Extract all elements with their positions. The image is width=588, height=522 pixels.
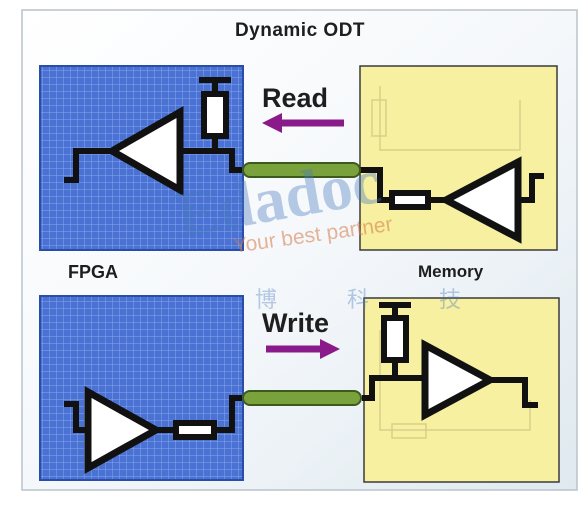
fpga-label: FPGA xyxy=(68,262,119,282)
read-label: Read xyxy=(262,83,329,113)
fpga-write-block xyxy=(39,295,244,481)
memory-driver-read xyxy=(360,156,544,244)
fpga-driver-write xyxy=(64,386,242,474)
odt-resistor-fpga-icon xyxy=(201,91,229,139)
series-resistor-memory-icon xyxy=(389,190,431,210)
write-direction-arrow-icon xyxy=(266,339,340,359)
write-label: Write xyxy=(262,308,330,338)
transmission-line-read xyxy=(242,162,361,178)
diagram-title: Dynamic ODT xyxy=(234,20,366,41)
odt-resistor-memory-icon xyxy=(381,315,409,363)
series-resistor-fpga-icon xyxy=(173,420,217,440)
fpga-receiver-read xyxy=(64,77,242,197)
memory-receiver-write xyxy=(362,302,538,421)
read-direction-arrow-icon xyxy=(262,113,344,133)
memory-read-block xyxy=(359,65,558,251)
memory-label: Memory xyxy=(418,262,484,281)
transmission-line-write xyxy=(242,390,362,406)
